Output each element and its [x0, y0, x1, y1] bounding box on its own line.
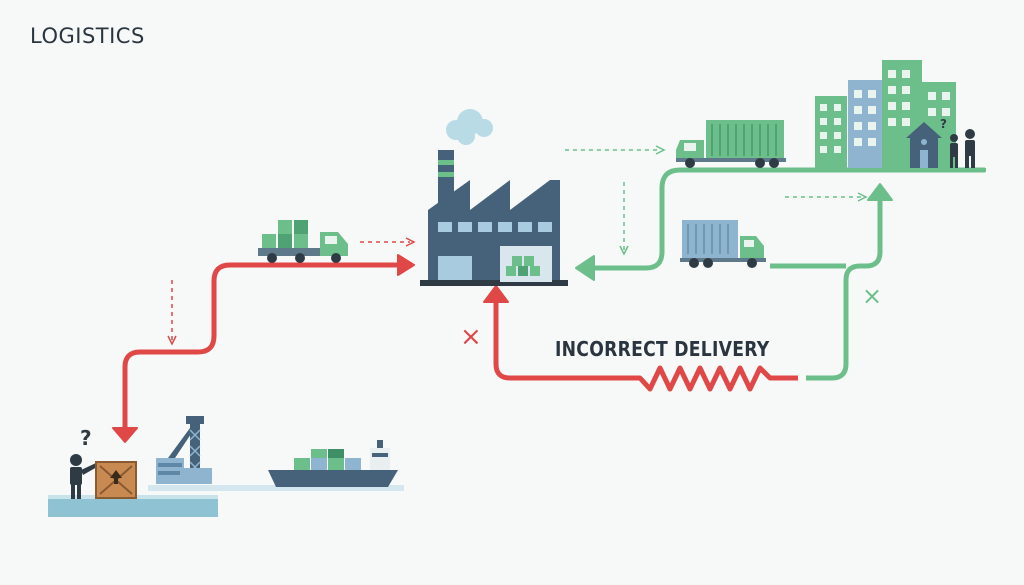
city-skyline: ?: [808, 60, 986, 172]
delivery-truck-green-small: [258, 220, 348, 263]
port-scene: ?: [48, 416, 404, 517]
crate-icon: [95, 461, 137, 499]
incorrect-delivery-label: INCORRECT DELIVERY: [555, 337, 770, 361]
incorrect-path: [112, 254, 798, 443]
cargo-ship-icon: [268, 440, 398, 487]
green-upward-to-city: [806, 196, 883, 381]
red-return-arrow-to-port: [122, 262, 406, 428]
container-truck-green: [676, 120, 786, 168]
container-truck-blue: [680, 220, 766, 268]
house-icon: [906, 122, 942, 168]
crane-icon: [156, 416, 212, 484]
cross-mark-icon-green: ×: [862, 282, 882, 310]
red-dashed-hints: [167, 237, 416, 346]
correct-path: [575, 167, 985, 381]
factory-icon: [420, 109, 568, 286]
green-dashed-hints: [565, 145, 868, 256]
family-icon: [950, 129, 975, 168]
green-return-to-factory: [590, 167, 985, 271]
smoke-cloud: [446, 109, 493, 145]
city-ground: [808, 168, 986, 172]
cross-mark-icon: ×: [460, 322, 482, 352]
page-title: LOGISTICS: [30, 24, 145, 48]
question-mark-icon-city: ?: [940, 117, 947, 131]
red-zigzag-return-line: [493, 300, 798, 392]
dock-platform: [48, 495, 218, 517]
person-icon: [70, 454, 97, 499]
question-mark-icon: ?: [80, 426, 92, 450]
water-line: [148, 485, 404, 491]
